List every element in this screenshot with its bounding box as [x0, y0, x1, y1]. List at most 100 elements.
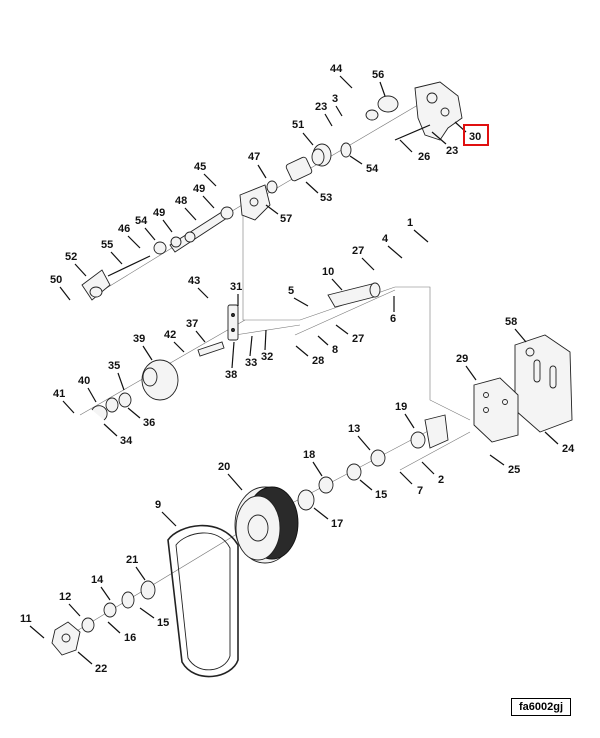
bearing-35: [105, 392, 132, 413]
callout-labels: 44 56 3 23 51 30 26 23 54 47 45 53 49 57…: [20, 63, 575, 675]
shaft-48: [153, 206, 234, 255]
callout-18: 18: [303, 449, 323, 477]
callout-48: 48: [175, 195, 197, 221]
shaft-37: [197, 341, 225, 357]
svg-text:22: 22: [95, 663, 107, 675]
svg-text:24: 24: [562, 443, 575, 455]
callout-44: 44: [330, 63, 353, 89]
callout-25: 25: [489, 454, 520, 476]
svg-text:17: 17: [331, 518, 343, 530]
callout-21: 21: [126, 554, 146, 581]
ring-54: [340, 142, 352, 158]
callout-56: 56: [372, 69, 386, 97]
callout-36: 36: [127, 407, 155, 429]
idler-housing: [365, 95, 399, 121]
callout-1: 1: [407, 217, 429, 243]
svg-text:4: 4: [382, 233, 389, 245]
arm-57: [239, 184, 271, 221]
svg-text:49: 49: [153, 207, 165, 219]
plate-58: [514, 334, 573, 433]
callout-13: 13: [348, 423, 371, 451]
callout-40: 40: [78, 375, 97, 403]
svg-text:8: 8: [332, 344, 338, 356]
hub-flange-22: [51, 621, 81, 656]
callout-49b: 49: [153, 207, 173, 233]
callout-11: 11: [20, 613, 45, 639]
svg-text:21: 21: [126, 554, 138, 566]
callout-35: 35: [108, 360, 125, 391]
bracket-29: [473, 377, 519, 443]
svg-text:49: 49: [193, 183, 205, 195]
svg-text:15: 15: [375, 489, 387, 501]
callout-10: 10: [322, 266, 343, 291]
callout-31: 31: [230, 281, 242, 306]
svg-text:43: 43: [188, 275, 200, 287]
svg-text:16: 16: [124, 632, 136, 644]
svg-text:11: 11: [20, 613, 32, 625]
svg-text:56: 56: [372, 69, 384, 81]
svg-text:1: 1: [407, 217, 413, 229]
svg-text:32: 32: [261, 351, 273, 363]
callout-33: 33: [245, 335, 257, 369]
clip-40: [91, 405, 108, 421]
callout-15a: 15: [359, 479, 387, 501]
callout-15b: 15: [139, 607, 169, 629]
svg-text:34: 34: [120, 435, 133, 447]
ring-47: [266, 180, 278, 194]
svg-text:40: 40: [78, 375, 90, 387]
callout-37: 37: [186, 318, 206, 343]
svg-text:41: 41: [53, 388, 65, 400]
shaft-26: [394, 124, 431, 141]
svg-text:55: 55: [101, 239, 113, 251]
svg-text:23: 23: [315, 101, 327, 113]
callout-39: 39: [133, 333, 153, 361]
svg-text:58: 58: [505, 316, 517, 328]
svg-text:33: 33: [245, 357, 257, 369]
callout-23b: 23: [431, 131, 458, 157]
callout-19: 19: [395, 401, 415, 429]
svg-text:35: 35: [108, 360, 120, 372]
svg-text:9: 9: [155, 499, 161, 511]
hub-19: [410, 414, 449, 449]
svg-text:38: 38: [225, 369, 237, 381]
svg-text:30: 30: [469, 131, 481, 143]
svg-text:27: 27: [352, 245, 364, 257]
spacer-53: [285, 156, 313, 182]
svg-text:31: 31: [230, 281, 242, 293]
svg-text:50: 50: [50, 274, 62, 286]
svg-text:29: 29: [456, 353, 468, 365]
callout-17: 17: [313, 507, 343, 530]
callout-57: 57: [265, 204, 292, 225]
callout-54b: 54: [135, 215, 156, 241]
svg-text:19: 19: [395, 401, 407, 413]
callout-54a: 54: [349, 155, 379, 175]
drive-pulley-20: [234, 486, 299, 564]
callout-16: 16: [107, 621, 136, 644]
callout-49a: 49: [193, 183, 215, 209]
callout-42: 42: [164, 329, 185, 353]
svg-text:5: 5: [288, 285, 294, 297]
callout-55: 55: [101, 239, 123, 265]
callout-6: 6: [390, 296, 396, 325]
pulley-39: [141, 359, 179, 401]
svg-text:26: 26: [418, 151, 430, 163]
callout-45: 45: [194, 161, 217, 187]
svg-text:51: 51: [292, 119, 304, 131]
callout-8: 8: [317, 335, 338, 356]
callout-43: 43: [188, 275, 209, 299]
spring-51: [311, 143, 332, 167]
svg-text:48: 48: [175, 195, 187, 207]
callout-30-highlight-box: [463, 124, 489, 146]
callout-24: 24: [544, 431, 575, 455]
bracket-31: [227, 304, 239, 341]
belt-9: [167, 524, 239, 678]
svg-text:54: 54: [135, 215, 148, 227]
callout-51: 51: [292, 119, 314, 146]
pivot-52: [81, 269, 111, 301]
callout-38: 38: [225, 341, 237, 381]
callout-34: 34: [103, 423, 133, 447]
svg-text:13: 13: [348, 423, 360, 435]
callout-22: 22: [77, 651, 107, 675]
svg-text:57: 57: [280, 213, 292, 225]
